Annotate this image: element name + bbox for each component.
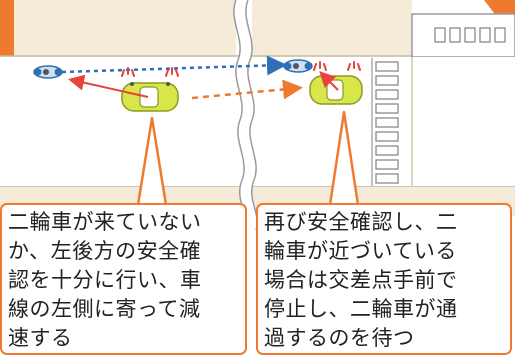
alert-marks-icon <box>121 61 361 77</box>
right-caption-line: 過するのを待つ <box>264 326 415 350</box>
crosswalk <box>375 61 399 184</box>
car-path-arrow <box>191 79 303 100</box>
right-caption-line: 場合は交差点手前で <box>264 268 458 292</box>
left-callout-leader <box>136 116 168 206</box>
safety-check-arrow <box>68 74 149 98</box>
left-caption-line: 二輪車が来ていない <box>8 210 202 234</box>
car-icon <box>309 75 363 105</box>
motorcycle-icon <box>33 65 63 79</box>
right-caption-line: 輪車が近づいている <box>264 239 457 263</box>
right-callout-leader <box>328 110 360 206</box>
motorcycle-icon <box>283 59 313 73</box>
left-caption-line: 線の左側に寄って減 <box>8 297 201 321</box>
left-caption-line: 速する <box>8 326 73 350</box>
building-windows <box>434 27 506 43</box>
safety-check-arrow <box>319 71 339 91</box>
building <box>411 13 515 58</box>
left-caption-line: か、左後方の安全確 <box>8 239 202 263</box>
car-icon <box>121 82 179 112</box>
top-sidewalk-left <box>14 0 236 56</box>
orange-banner-left <box>0 0 14 56</box>
left-caption-box: 二輪車が来ていない か、左後方の安全確 認を十分に行い、車 線の左側に寄って減 … <box>0 203 247 355</box>
right-caption-line: 停止し、二輪車が通 <box>264 297 458 321</box>
top-sidewalk-right <box>252 0 412 56</box>
right-caption-box: 再び安全確認し、二 輪車が近づいている 場合は交差点手前で 停止し、二輪車が通 … <box>256 203 512 355</box>
road-break-icon <box>233 0 259 231</box>
right-caption-line: 再び安全確認し、二 <box>264 210 458 234</box>
left-caption-line: 認を十分に行い、車 <box>8 268 202 292</box>
